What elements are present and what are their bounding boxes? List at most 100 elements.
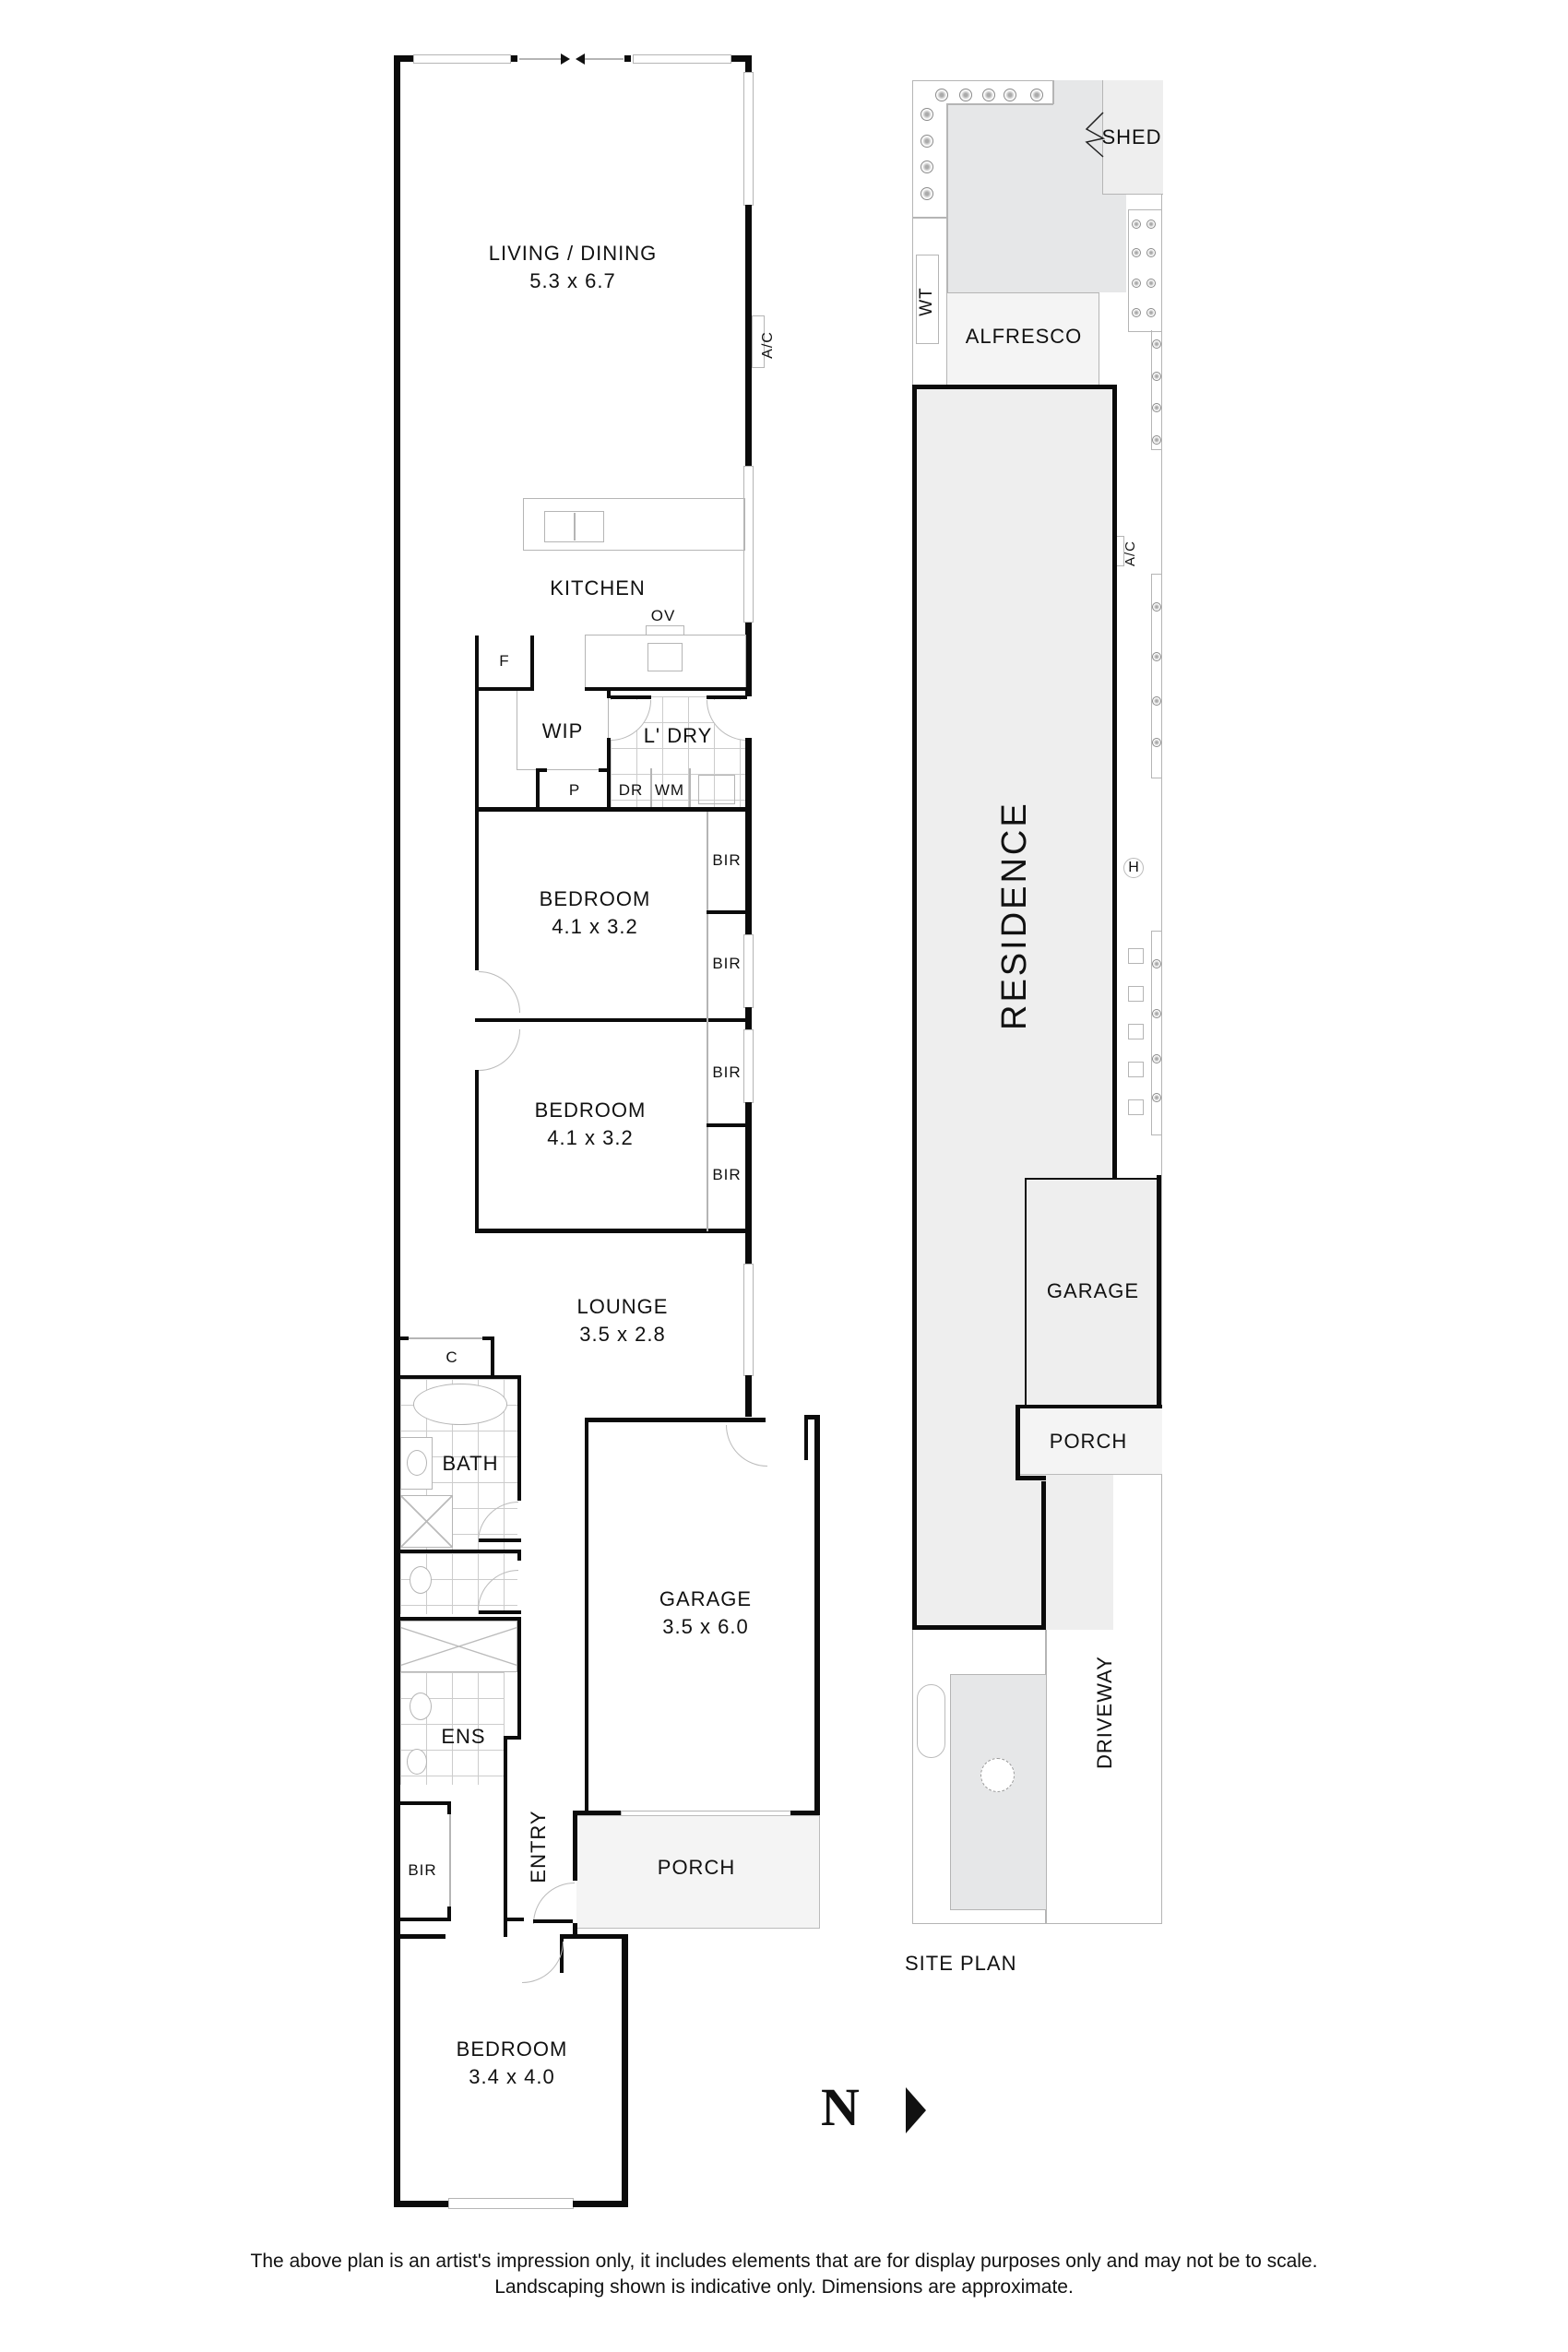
bir3-door-line — [449, 1814, 451, 1907]
pantry-label: P — [568, 781, 581, 799]
wall-bed3-right — [622, 1934, 628, 2207]
shrub-icon — [1152, 435, 1161, 445]
shrub-icon — [1152, 696, 1161, 706]
planter-box — [1128, 1099, 1144, 1115]
ac-unit-site — [1117, 536, 1124, 566]
room-name: BEDROOM — [456, 2037, 568, 2061]
shrub-icon — [1152, 959, 1161, 968]
wall-right-mid — [745, 205, 752, 472]
bir-label-1: BIR — [712, 851, 742, 869]
ens-basin-icon — [407, 1749, 427, 1775]
sliding-door-arrows-icon — [561, 53, 585, 65]
room-label-lounge: LOUNGE 3.5 x 2.8 — [530, 1293, 715, 1348]
room-name: GARAGE — [659, 1587, 753, 1610]
residence-wall-right-lower — [1041, 1481, 1046, 1630]
water-tank — [916, 255, 939, 344]
shrub-icon — [959, 89, 972, 101]
shrub-icon — [1152, 652, 1161, 661]
wall-top-left — [394, 55, 414, 62]
wall-bed2-left — [475, 1070, 479, 1232]
garden-bed-right-mid — [1151, 574, 1162, 778]
site-porch-label: PORCH — [1049, 1430, 1128, 1453]
kitchen-island — [523, 498, 745, 551]
wall-wip-laundry — [607, 738, 611, 810]
cooktop-icon — [647, 643, 683, 671]
wall-bed-top — [475, 807, 752, 812]
wall-bir3-top — [398, 1801, 451, 1805]
shrub-icon — [1152, 403, 1161, 412]
residence-wall-top — [912, 385, 1117, 389]
sink-divider — [574, 513, 576, 540]
disclaimer-line-2: Landscaping shown is indicative only. Di… — [494, 2276, 1074, 2298]
porch-area — [576, 1815, 820, 1929]
room-label-porch: PORCH — [657, 1856, 736, 1879]
shrub-icon — [1146, 308, 1156, 317]
wall-ens-right-lower — [504, 1736, 507, 1937]
wall-right-laundry — [745, 738, 752, 812]
wall-fridge-right — [530, 636, 534, 691]
room-label-entry: ENTRY — [527, 1810, 550, 1883]
wall-entry-bed3-top-left — [504, 1918, 524, 1921]
wall-top-post-1 — [511, 55, 517, 62]
room-label-wip: WIP — [541, 719, 584, 742]
window-right-lounge — [743, 1264, 754, 1376]
shrub-icon — [1132, 248, 1141, 257]
shed-door-icon — [1085, 112, 1105, 158]
water-tank-label: WT — [917, 287, 936, 316]
wall-garage-top-left — [587, 1418, 752, 1422]
room-dims: 5.3 x 6.7 — [529, 269, 616, 292]
shrub-icon — [1146, 220, 1156, 229]
wall-top-right — [731, 55, 752, 62]
wall-right-kitchen — [745, 623, 752, 696]
fridge-label: F — [499, 652, 510, 670]
oven-label: OV — [650, 607, 676, 624]
site-plan-title: SITE PLAN — [905, 1952, 1017, 1975]
site-porch-left-wall — [1016, 1405, 1020, 1480]
planter-box — [1128, 1062, 1144, 1077]
shrub-icon — [1146, 248, 1156, 257]
site-garage — [1025, 1178, 1159, 1407]
shrub-icon — [921, 135, 933, 148]
shrub-icon — [1132, 220, 1141, 229]
linen-label: C — [445, 1348, 458, 1366]
wall-garage-top-stub — [745, 1418, 766, 1422]
room-label-ens: ENS — [441, 1725, 486, 1748]
wall-laundry-stub — [607, 691, 611, 698]
wall-right-upper — [745, 55, 752, 72]
shrub-icon — [1132, 279, 1141, 288]
wall-wc-right — [517, 1550, 521, 1561]
window-right-living — [743, 72, 754, 206]
north-letter: N — [821, 2077, 860, 2137]
wall-right-bed-mid — [745, 1007, 752, 1029]
shrub-icon — [1030, 89, 1043, 101]
wall-porch-top-right — [790, 1811, 820, 1815]
site-garage-right-wall — [1157, 1175, 1161, 1409]
window-top-right — [633, 54, 731, 64]
shed-label: SHED — [1101, 125, 1162, 148]
lawn-edge-top — [1052, 80, 1054, 104]
garden-bed-top-edge — [946, 103, 1053, 105]
shrub-icon — [1152, 372, 1161, 381]
planter-box — [1128, 1024, 1144, 1039]
wall-bir3-right-top — [447, 1801, 451, 1814]
dryer-label: DR — [618, 781, 644, 799]
wall-pantry-top-left — [536, 768, 547, 772]
ac-label-site: A/C — [1123, 540, 1138, 567]
wall-bir3-right-bottom — [447, 1907, 451, 1921]
wall-bed2-bottom — [475, 1229, 752, 1233]
room-dims: 3.5 x 6.0 — [662, 1615, 749, 1638]
shed — [1102, 80, 1163, 195]
residence-wall-left — [912, 385, 917, 1630]
residence-label: RESIDENCE — [995, 801, 1034, 1030]
wall-garage-door-stub — [804, 1418, 808, 1460]
room-label-laundry: L' DRY — [643, 724, 713, 747]
site-garage-bottom-wall — [1018, 1405, 1162, 1409]
room-label-kitchen: KITCHEN — [550, 576, 646, 600]
lawn-edge-left — [946, 103, 948, 292]
site-porch — [1020, 1408, 1162, 1475]
wall-garage-right — [814, 1415, 820, 1816]
wall-entry-door-stub — [533, 1919, 573, 1923]
shrub-icon — [921, 108, 933, 121]
disclaimer-line-1: The above plan is an artist's impression… — [250, 2251, 1318, 2272]
shrub-icon — [1152, 1054, 1161, 1063]
